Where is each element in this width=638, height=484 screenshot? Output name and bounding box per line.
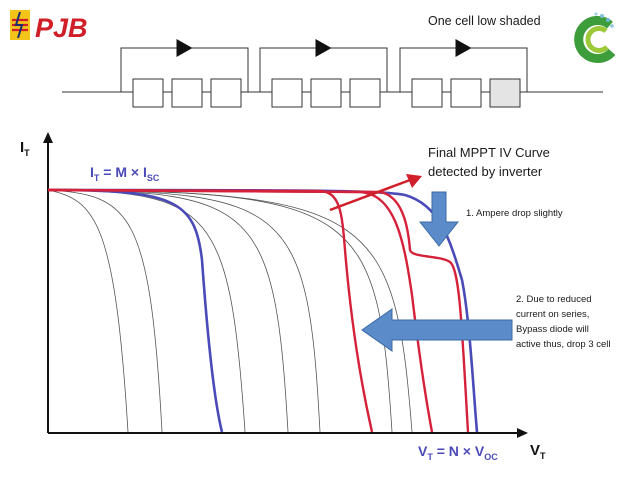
shaded-pv-cell — [489, 78, 521, 108]
logo-bolt-icon — [14, 11, 24, 39]
thin-iv-curve — [47, 189, 321, 433]
pv-cell — [310, 78, 342, 108]
pjb-logo: PJB — [10, 10, 88, 43]
down-arrow-icon — [418, 191, 460, 247]
pv-module-diagram — [62, 39, 603, 108]
module-caption: One cell low shaded — [428, 14, 541, 28]
thin-iv-curve — [47, 189, 163, 433]
background-iv-curves — [47, 189, 413, 433]
x-axis-label: VT — [530, 442, 546, 461]
final-curve-label: Final MPPT IV Curve detected by inverter — [428, 145, 550, 179]
pv-cell — [349, 78, 381, 108]
thin-iv-curve — [47, 189, 413, 433]
module-string — [259, 39, 388, 108]
isc-equation: IT = M × ISC — [90, 164, 160, 183]
left-arrow-icon — [361, 308, 513, 352]
pv-cell — [271, 78, 303, 108]
pv-cell — [411, 78, 443, 108]
logo-text: PJB — [35, 13, 88, 43]
thin-iv-curve — [47, 189, 289, 433]
pv-cell — [132, 78, 164, 108]
blue-iv-curve-full — [47, 188, 479, 433]
x-axis-arrow-icon — [517, 428, 528, 438]
bypass-diode-icon — [315, 39, 332, 57]
pointer-arrow-icon — [406, 174, 422, 188]
red-iv-curve-3 — [47, 188, 434, 433]
voc-equation: VT = N × VOC — [418, 443, 498, 462]
module-string — [399, 39, 528, 108]
bypass-diode-icon — [455, 39, 472, 57]
note-bypass-diode: 2. Due to reduced current on series, Byp… — [516, 294, 611, 350]
red-iv-curve-1 — [47, 188, 374, 433]
y-axis-label: IT — [20, 139, 30, 158]
blue-iv-curve-low — [47, 188, 224, 433]
note-ampere-drop: 1. Ampere drop slightly — [466, 208, 563, 219]
eco-logo-icon — [574, 12, 616, 63]
pv-cell — [210, 78, 242, 108]
red-iv-curve-2 — [47, 188, 470, 433]
pv-cell — [171, 78, 203, 108]
pv-cell — [450, 78, 482, 108]
iv-curve-chart: IT VT IT = M × ISC VT = N × VOC — [20, 132, 546, 462]
y-axis-arrow-icon — [43, 132, 53, 143]
thin-iv-curve — [47, 189, 129, 433]
module-string — [120, 39, 249, 108]
bypass-diode-icon — [176, 39, 193, 57]
pointer-line — [329, 178, 411, 212]
